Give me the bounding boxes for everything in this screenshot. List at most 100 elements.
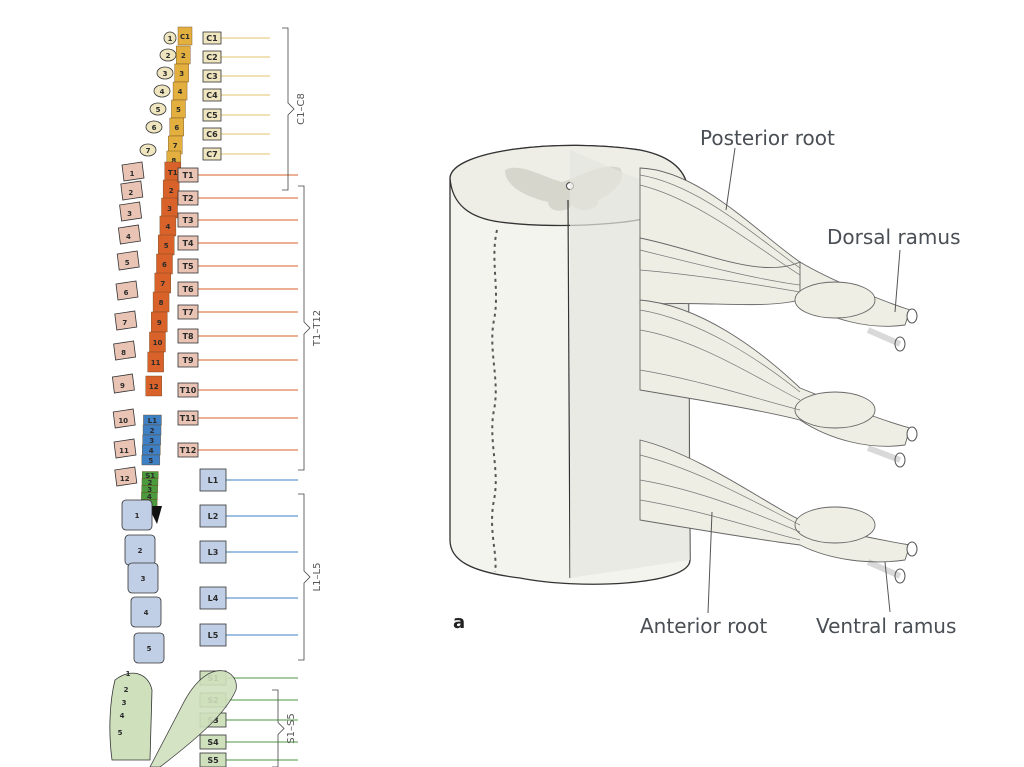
- cord-segment-label: 9: [157, 319, 162, 327]
- nerve-root-label: T9: [182, 356, 193, 365]
- vertebra-number: 5: [147, 645, 152, 653]
- cord-segment-label: 2: [148, 479, 153, 487]
- nerve-root-box: [202, 127, 222, 141]
- nerve-root-box: [177, 442, 199, 458]
- nerve-root-label: T11: [180, 414, 197, 423]
- nerve-root-label: L3: [208, 548, 219, 557]
- vertebra-number: 6: [152, 124, 157, 132]
- cord-segment: [177, 26, 193, 46]
- cervical-vertebra: [139, 143, 157, 157]
- cord-segment: [141, 454, 161, 466]
- cord-segment-label: 6: [162, 261, 167, 269]
- thoracic-vertebra: [119, 201, 143, 222]
- vertebra-number: 10: [118, 417, 128, 425]
- thoracic-vertebra: [120, 180, 144, 201]
- panel-letter: a: [453, 612, 465, 633]
- vertebra-number: 1: [135, 512, 140, 520]
- cervical-vertebra: [163, 31, 177, 45]
- thoracic-vertebra: [113, 340, 137, 361]
- cord-segment-label: 5: [148, 457, 153, 465]
- vertebra-number: 2: [124, 686, 129, 694]
- cord-segment-label: S1: [145, 472, 155, 480]
- nerve-root-box: [177, 281, 199, 297]
- thoracic-vertebra: [111, 373, 135, 394]
- thoracic-vertebra: [117, 224, 141, 245]
- cord-segment-label: 7: [173, 142, 178, 150]
- vertebra-number: 1: [130, 170, 135, 178]
- vertebra-number: 2: [138, 547, 143, 555]
- label-leaders: [707, 147, 901, 614]
- nerve-root-label: L4: [208, 594, 219, 603]
- cord-segment-label: L1: [148, 417, 157, 425]
- cord-segment-label: 7: [160, 280, 165, 288]
- cord-segment-label: 6: [174, 124, 179, 132]
- thoracic-vertebra: [121, 161, 145, 182]
- cervical-vertebra: [145, 120, 163, 134]
- cord-segment-label: 4: [149, 447, 154, 455]
- nerve-root-label: S5: [207, 756, 219, 765]
- cord-segment-label: 2: [169, 187, 174, 195]
- rami-ends: [894, 308, 918, 584]
- cord-segment-label: 4: [147, 493, 152, 501]
- nerve-root-box: [177, 167, 199, 183]
- range-label: C1–C8: [296, 93, 307, 125]
- vertebra-number: 4: [120, 712, 125, 720]
- cord-segment-label: 4: [165, 223, 170, 231]
- nerve-root-box: [199, 586, 227, 610]
- nerve-root-label: L5: [208, 631, 219, 640]
- lumbar-vertebra: [127, 562, 159, 594]
- cord-segment: [145, 375, 163, 397]
- nerve-root-label: C1: [206, 34, 218, 43]
- cord-segment-label: T1: [168, 169, 178, 177]
- range-bracket: [298, 185, 311, 471]
- nerve-root-label: T2: [182, 194, 193, 203]
- nerve-root-label: C5: [206, 111, 218, 120]
- nerve-root-label: T10: [180, 386, 197, 395]
- nerve-root-box: [202, 69, 222, 83]
- range-bracket: [298, 493, 311, 661]
- nerve-root-label: C7: [206, 150, 217, 159]
- nerve-root-box: [202, 108, 222, 122]
- cord-segment-label: 11: [151, 359, 161, 367]
- label-anterior-root: Anterior root: [640, 614, 767, 638]
- vertebra-number: 4: [160, 88, 165, 96]
- cord-segment-label: 12: [149, 383, 159, 391]
- nerve-root-label: S4: [207, 738, 219, 747]
- cervical-vertebra: [149, 102, 167, 116]
- nerve-root-label: L1: [208, 476, 219, 485]
- lumbar-vertebra: [130, 596, 162, 628]
- nerve-root-box: [202, 147, 222, 161]
- nerve-root-box: [177, 212, 199, 228]
- vertebra-number: 5: [125, 259, 130, 267]
- nerve-root-box: [199, 623, 227, 647]
- cervical-vertebra: [153, 84, 171, 98]
- vertebra-number: 2: [166, 52, 171, 60]
- vertebra-number: 7: [146, 147, 151, 155]
- label-ventral-ramus: Ventral ramus: [816, 614, 956, 638]
- sacral-nerve-plate: [149, 670, 237, 767]
- vertebra-number: 11: [119, 447, 129, 455]
- nerve-root-box: [177, 190, 199, 206]
- vertebra-number: 1: [168, 35, 173, 43]
- thoracic-vertebra: [113, 438, 137, 459]
- vertebra-number: 5: [156, 106, 161, 114]
- nerve-root-label: T5: [182, 262, 193, 271]
- nerve-root-box: [177, 352, 199, 368]
- label-posterior-root: Posterior root: [700, 126, 835, 150]
- nerve-root-label: T7: [182, 308, 193, 317]
- cervical-vertebra: [159, 48, 177, 62]
- vertebra-number: 8: [121, 349, 126, 357]
- vertebra-number: 3: [122, 699, 127, 707]
- vertebra-number: 12: [120, 475, 130, 483]
- nerve-root-label: C4: [206, 91, 218, 100]
- cord-segment-label: 4: [178, 88, 183, 96]
- vertebra-number: 3: [163, 70, 168, 78]
- nerve-root-label: C2: [206, 53, 217, 62]
- nerve-root-box: [177, 258, 199, 274]
- range-label: L1–L5: [312, 563, 323, 592]
- range-label: T1–T12: [312, 310, 323, 347]
- nerve-root-box: [177, 235, 199, 251]
- nerve-root-box: [199, 734, 227, 750]
